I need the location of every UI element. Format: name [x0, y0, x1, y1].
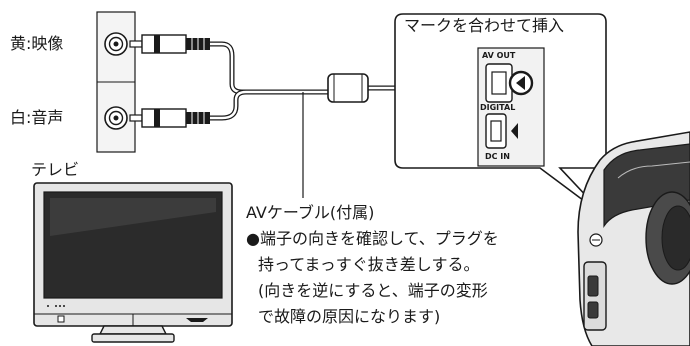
camera-illustration [577, 131, 690, 346]
tv-illustration [33, 182, 233, 343]
digital-label: DIGITAL [480, 103, 516, 112]
yellow-video-jack [104, 32, 128, 56]
white-rca-plug [129, 108, 210, 128]
cable-note-line4: で故障の原因になります) [258, 307, 441, 326]
white-audio-label: 白:音声 [10, 108, 64, 127]
cable-note-line2: 持ってまっすぐ抜き差しする。 [258, 255, 480, 274]
alignment-mark-av-out [508, 70, 534, 96]
av-out-port [485, 63, 513, 103]
cable-note-title: AVケーブル(付属) [246, 203, 375, 222]
yellow-rca-plug [129, 34, 210, 54]
bullet-mark: ● [246, 229, 260, 248]
white-audio-jack [104, 106, 128, 130]
callout-label: マークを合わせて挿入 [404, 16, 565, 35]
cable-note-line1: ●端子の向きを確認して、プラグを [246, 226, 499, 252]
tv-label: テレビ [31, 160, 80, 179]
cable-note-line3: (向きを逆にすると、端子の変形 [258, 281, 488, 300]
cable-note-line1-text: 端子の向きを確認して、プラグを [259, 229, 499, 248]
av-cable [210, 41, 404, 121]
av-jack-panel [96, 11, 136, 153]
dc-in-port [485, 113, 518, 149]
dc-in-label: DC IN [485, 152, 510, 161]
av-out-label: AV OUT [482, 51, 516, 60]
ferrite-core [327, 73, 369, 103]
yellow-video-label: 黄:映像 [10, 34, 64, 53]
alignment-mark-dc-in [511, 123, 518, 139]
